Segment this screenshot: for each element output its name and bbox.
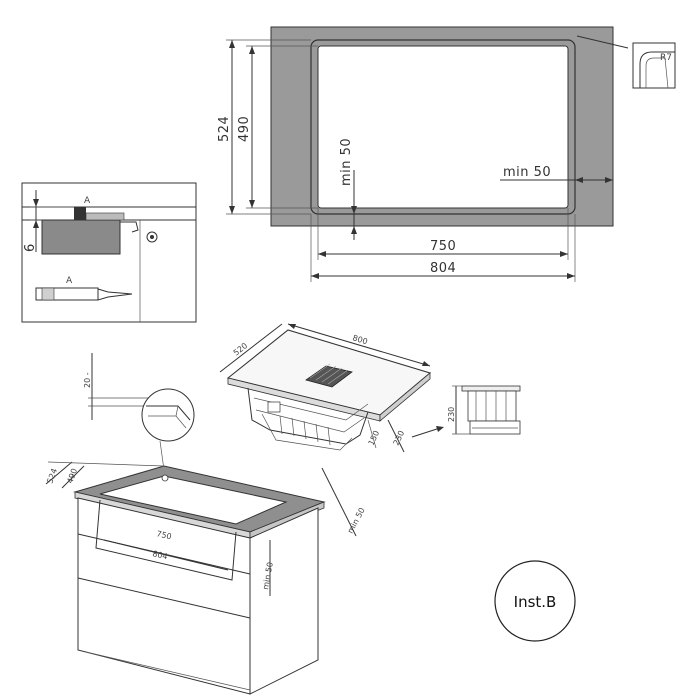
clamp-bracket — [120, 221, 139, 233]
arrow — [229, 206, 235, 214]
arrow — [318, 251, 326, 257]
extractor-vent-icon — [305, 365, 353, 388]
dim-750-label: 750 — [430, 239, 456, 254]
rib — [303, 420, 307, 440]
r7-corner-inner — [645, 57, 669, 89]
min-50-side-line — [321, 467, 357, 537]
cabinet-perspective: 524 490 750 804 min 50 min 50 — [45, 461, 367, 695]
min-50-horizontal-label: min 50 — [503, 165, 551, 180]
r7-leader-line — [576, 35, 629, 49]
dim-524-label: 524 — [217, 116, 232, 142]
worktop-cutout — [99, 475, 288, 525]
glass-edge — [85, 212, 125, 221]
dim-150-line — [367, 419, 377, 449]
arrow — [351, 206, 357, 214]
persp-ext-line — [47, 461, 165, 467]
dim-150-label: 150 — [367, 429, 382, 447]
gap-label: 20 - — [83, 372, 92, 388]
installation-badge: Inst.B — [494, 560, 576, 642]
cutout-plan: 524 490 min 50 min 50 750 804 — [217, 26, 676, 282]
vent-slat — [321, 367, 343, 383]
arrow — [33, 199, 39, 207]
arrow — [288, 324, 296, 329]
dim-520-label: 520 — [232, 341, 250, 358]
magnify-joint — [175, 405, 179, 417]
section-detail: 6 A A — [21, 182, 197, 323]
dim-side-230-label: 230 — [447, 407, 456, 422]
r7-label: R7 — [660, 53, 672, 63]
hob-section-block — [41, 219, 121, 255]
dim-800-line — [287, 323, 431, 367]
drawer-divider — [77, 577, 251, 619]
rib — [327, 426, 331, 446]
dim-524-line-persp — [45, 461, 73, 485]
min-50-side-label: min 50 — [346, 506, 367, 535]
dim-490-label: 490 — [237, 116, 252, 142]
dim-804-persp-label: 804 — [152, 549, 169, 561]
side-housing — [467, 390, 517, 422]
badge-circle — [494, 560, 576, 642]
worktop-gap-detail: 20 - — [83, 353, 195, 471]
housing-base — [261, 413, 353, 451]
magnify-leader — [159, 440, 165, 471]
arrow — [351, 226, 357, 234]
dim-6-label: 6 — [23, 243, 38, 252]
magnify-detail-circle — [141, 388, 195, 442]
arrow — [575, 177, 583, 183]
housing-low-line — [255, 409, 365, 433]
side-base — [469, 420, 521, 435]
arrow — [229, 40, 235, 48]
housing-mid-line — [253, 397, 369, 421]
side-view-arrow-icon — [436, 426, 444, 432]
arrow — [311, 273, 319, 279]
hob-side-edge — [379, 372, 431, 422]
cabinet-side — [249, 507, 319, 695]
dim-524-persp-label: 524 — [45, 467, 59, 484]
dim-804-line-persp — [103, 539, 229, 571]
dim-230-line — [387, 419, 405, 453]
arrow — [560, 251, 568, 257]
rib — [279, 415, 283, 435]
dim-520-line — [219, 323, 283, 373]
hob-control-icon — [161, 474, 169, 482]
side-glass — [461, 385, 521, 392]
rib — [315, 423, 319, 443]
hob-housing-outline — [247, 387, 369, 445]
vent-slat — [327, 369, 349, 385]
side-view: 230 — [447, 385, 521, 435]
arrow — [33, 220, 39, 228]
cutout-inner — [317, 45, 569, 209]
vent-slat — [315, 365, 337, 381]
plinth-line — [85, 651, 251, 691]
r7-corner-arc — [639, 51, 675, 88]
sealant-tube-label — [41, 287, 55, 301]
dim-490-line-persp — [61, 465, 85, 489]
dim-490-persp-label: 490 — [65, 467, 79, 484]
seal-profile — [74, 207, 86, 220]
dim-804-label: 804 — [430, 261, 456, 276]
badge-label: Inst.B — [514, 593, 557, 611]
vent-slat — [309, 363, 331, 379]
arrow — [422, 361, 430, 366]
marker-a-top: A — [84, 196, 91, 206]
min-50-vertical-label: min 50 — [339, 138, 354, 186]
worktop-side-edge — [249, 501, 325, 539]
arrow — [567, 273, 575, 279]
side-view-arrow-line — [411, 427, 441, 438]
marker-a-bottom: A — [66, 276, 73, 286]
clamp-screw-center — [150, 235, 154, 239]
dim-750-persp-label: 750 — [156, 529, 173, 541]
arrow — [249, 200, 255, 208]
hob-perspective: 800 520 230 150 — [219, 323, 444, 453]
dim-800-label: 800 — [351, 333, 368, 346]
motor-fan-icon — [267, 401, 281, 413]
r7-detail-box — [632, 42, 676, 89]
dim-750-bracket — [95, 499, 237, 581]
sealant-nozzle — [97, 288, 133, 301]
arrow — [605, 177, 613, 183]
rib — [291, 417, 295, 437]
arrow — [249, 46, 255, 54]
